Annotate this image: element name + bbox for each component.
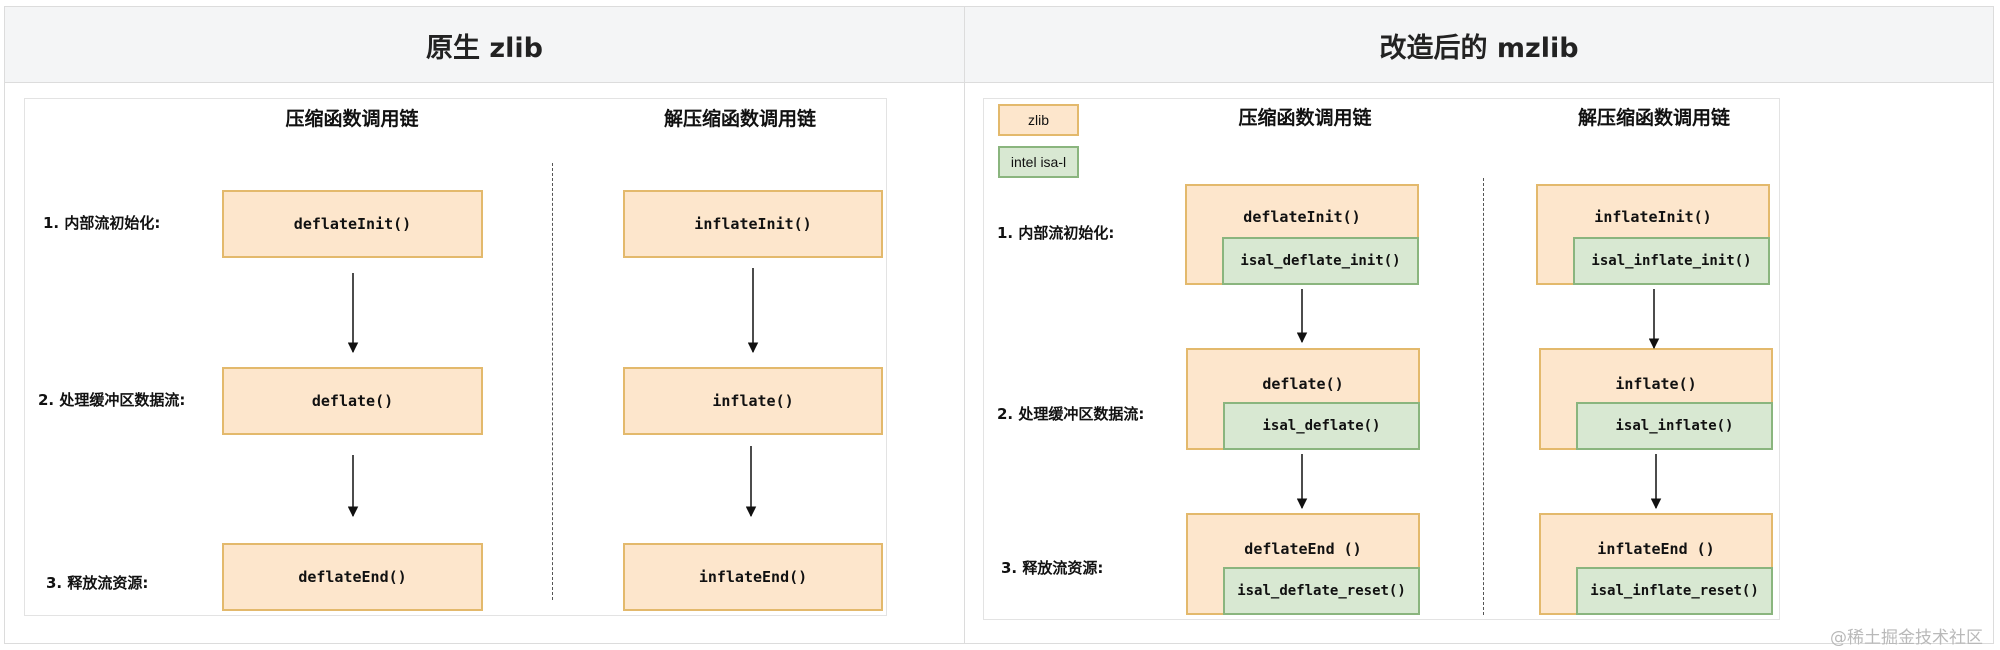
native-step-3-label: 3. 释放流资源: [46,574,149,592]
column-divider [964,7,965,643]
watermark: @稀土掘金技术社区 [1830,628,1983,648]
native-deflate-end-box: deflateEnd() [222,543,483,611]
native-inflate-init-box: inflateInit() [623,190,883,258]
deflate-label: deflate() [1262,375,1344,393]
deflate-init-label: deflateInit() [1243,208,1361,226]
mzlib-chain-separator [1483,178,1484,615]
native-inflate-end-box: inflateEnd() [623,543,883,611]
native-step-2-label: 2. 处理缓冲区数据流: [38,391,186,409]
deflate-end-label: deflateEnd () [1244,540,1362,558]
mzlib-compress-chain-title: 压缩函数调用链 [1238,107,1372,129]
native-zlib-diagram [24,98,887,616]
mzlib-step-1-label: 1. 内部流初始化: [997,224,1115,242]
header-native-zlib: 原生 zlib [426,32,543,64]
isal-deflate-reset-box: isal_deflate_reset() [1223,567,1420,615]
native-inflate-box: inflate() [623,367,883,435]
native-chain-separator [552,163,553,600]
header-mzlib: 改造后的 mzlib [1379,32,1579,64]
legend-isal: intel isa-l [998,146,1079,178]
inflate-end-label: inflateEnd () [1597,540,1715,558]
table-header-row [5,7,1993,83]
native-step-1-label: 1. 内部流初始化: [43,214,161,232]
isal-inflate-reset-box: isal_inflate_reset() [1576,567,1773,615]
isal-deflate-init-box: isal_deflate_init() [1222,237,1419,285]
mzlib-step-2-label: 2. 处理缓冲区数据流: [997,405,1145,423]
native-decompress-chain-title: 解压缩函数调用链 [663,108,816,130]
isal-deflate-box: isal_deflate() [1223,402,1420,450]
mzlib-step-3-label: 3. 释放流资源: [1001,559,1104,577]
native-compress-chain-title: 压缩函数调用链 [285,108,419,130]
comparison-table [4,6,1994,644]
native-deflate-init-box: deflateInit() [222,190,483,258]
native-deflate-box: deflate() [222,367,483,435]
inflate-init-label: inflateInit() [1594,208,1712,226]
isal-inflate-init-box: isal_inflate_init() [1573,237,1770,285]
isal-inflate-box: isal_inflate() [1576,402,1773,450]
inflate-label: inflate() [1615,375,1697,393]
legend-zlib: zlib [998,104,1079,136]
mzlib-decompress-chain-title: 解压缩函数调用链 [1577,107,1730,129]
